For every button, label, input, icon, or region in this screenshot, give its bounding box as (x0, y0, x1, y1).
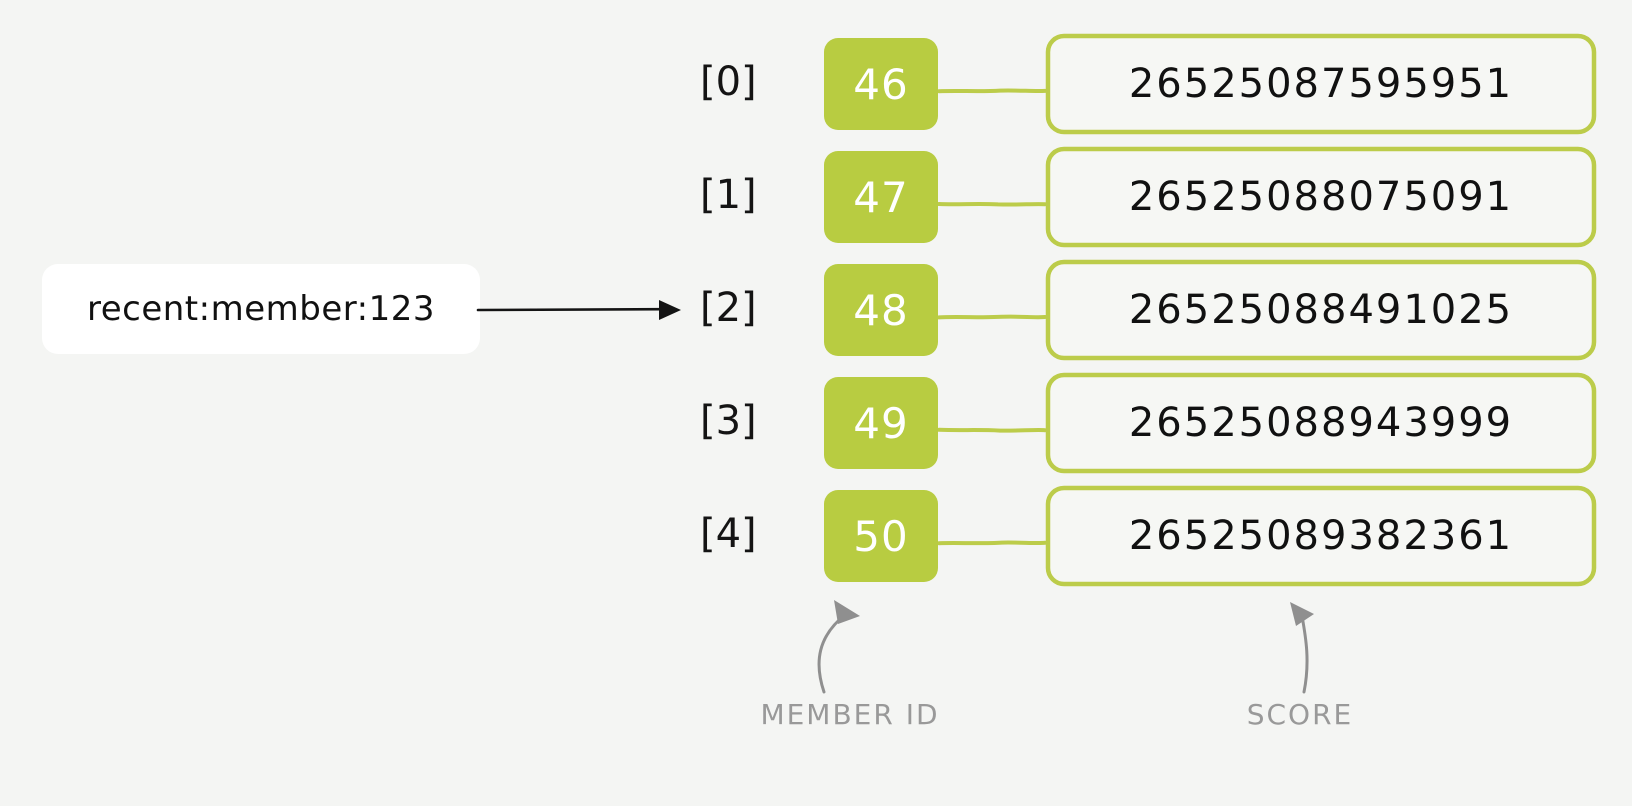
row-connector-line (937, 80, 1047, 94)
member-id-annotation-arrow (790, 596, 900, 700)
row-connector-line (937, 532, 1047, 546)
connector-line-icon (937, 88, 1047, 94)
member-id-value: 47 (853, 172, 909, 222)
score-box: 26525089382361 (1044, 484, 1598, 588)
score-value: 26525088943999 (1128, 400, 1514, 446)
connector-line-icon (937, 427, 1047, 433)
member-id-value: 49 (853, 398, 909, 448)
score-box: 26525088075091 (1044, 145, 1598, 249)
score-box-outline (1045, 372, 1597, 474)
score-box: 26525088943999 (1044, 371, 1598, 475)
row-index: [2] (700, 285, 757, 331)
row-index: [0] (700, 59, 757, 105)
member-id-annotation-label: MEMBER ID (760, 698, 940, 731)
member-id-box: 47 (824, 151, 938, 243)
row-index: [3] (700, 398, 757, 444)
connector-line-icon (937, 540, 1047, 546)
row-index: [1] (700, 172, 757, 218)
key-to-array-arrow (476, 282, 696, 338)
row-connector-line (937, 419, 1047, 433)
member-id-value: 50 (853, 511, 909, 561)
score-annotation-label: SCORE (1246, 698, 1354, 731)
member-id-value: 48 (853, 285, 909, 335)
score-box-outline (1045, 259, 1597, 361)
score-box-outline (1045, 33, 1597, 135)
row-connector-line (937, 193, 1047, 207)
curved-arrow-up-icon (817, 600, 860, 694)
arrow-right-icon (476, 300, 681, 320)
score-value: 26525089382361 (1128, 513, 1514, 559)
key-label-text: recent:member:123 (87, 289, 435, 329)
member-id-box: 46 (824, 38, 938, 130)
connector-line-icon (937, 201, 1047, 207)
score-box-outline (1045, 485, 1597, 587)
member-id-value: 46 (853, 59, 909, 109)
connector-line-icon (937, 314, 1047, 320)
score-box: 26525088491025 (1044, 258, 1598, 362)
score-annotation-arrow (1262, 596, 1342, 700)
score-box-outline (1045, 146, 1597, 248)
score-value: 26525088491025 (1128, 287, 1514, 333)
member-id-box: 50 (824, 490, 938, 582)
score-box: 26525087595951 (1044, 32, 1598, 136)
score-value: 26525088075091 (1128, 174, 1514, 220)
member-id-box: 48 (824, 264, 938, 356)
curved-arrow-up-icon (1290, 602, 1314, 694)
member-id-box: 49 (824, 377, 938, 469)
key-label-box: recent:member:123 (42, 264, 480, 354)
row-index: [4] (700, 511, 757, 557)
row-connector-line (937, 306, 1047, 320)
score-value: 26525087595951 (1128, 61, 1514, 107)
